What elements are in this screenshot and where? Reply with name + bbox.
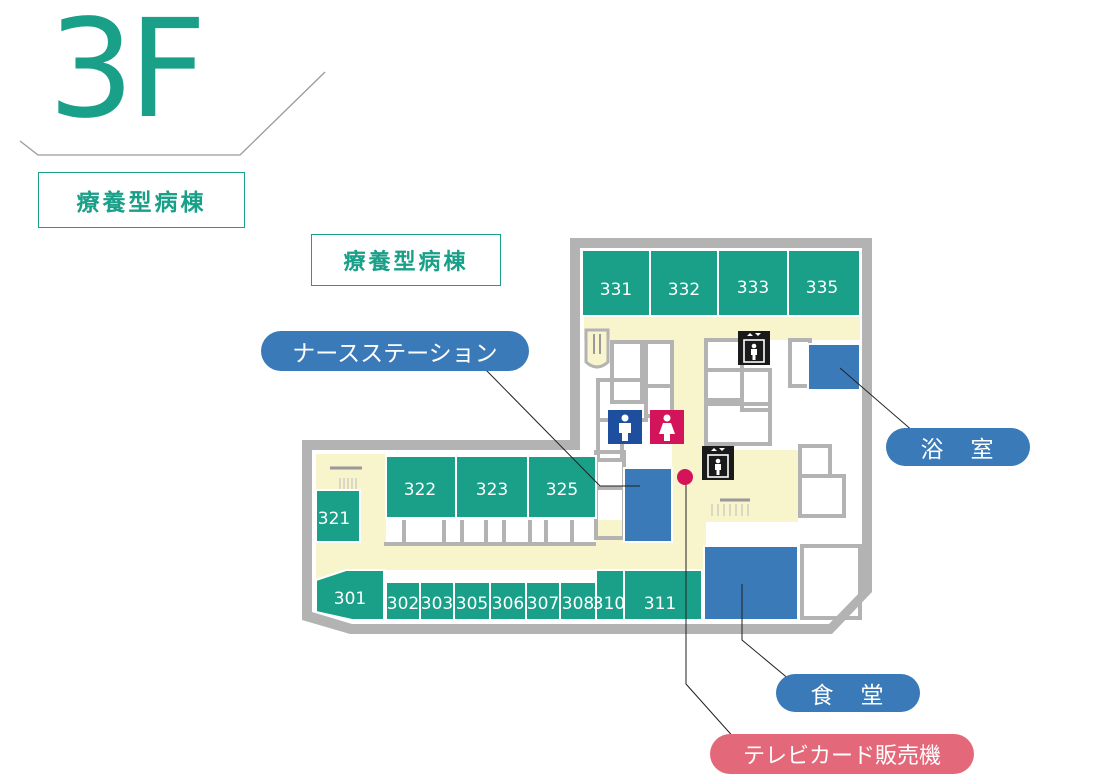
room-label: 323 — [476, 480, 508, 500]
room-311 — [623, 569, 703, 621]
room-310 — [595, 569, 625, 621]
elevator-icon — [738, 331, 770, 365]
nurse-station-label: ナースステーション — [261, 331, 529, 371]
room-325 — [527, 455, 597, 519]
corridor-area — [316, 316, 860, 580]
room-label: 311 — [644, 594, 676, 614]
tv-card-vending-label: テレビカード販売機 — [710, 734, 974, 774]
floor-underline — [19, 71, 326, 156]
bath-room — [807, 343, 861, 391]
room-323 — [455, 455, 529, 519]
door-lines — [384, 520, 596, 546]
room-306 — [489, 581, 527, 621]
dining-room — [703, 545, 799, 621]
room-label: 302 — [387, 594, 419, 614]
room-301 — [315, 569, 385, 621]
room-label: 335 — [806, 278, 838, 298]
room-label: 322 — [404, 480, 436, 500]
room-label: 310 — [593, 594, 625, 614]
room-label: 325 — [546, 480, 578, 500]
room-blocks — [315, 249, 861, 621]
room-308 — [559, 581, 597, 621]
room-332 — [649, 249, 719, 317]
nurse-station-room — [623, 467, 673, 543]
room-label: 301 — [334, 589, 366, 609]
stairs-icon — [330, 328, 750, 516]
room-label: 321 — [318, 509, 350, 529]
room-label: 306 — [492, 594, 524, 614]
tv-card-vending-marker — [677, 469, 693, 485]
male-restroom-icon — [608, 410, 642, 444]
floor-number: 3F — [48, 0, 207, 149]
room-335 — [787, 249, 861, 317]
room-331 — [581, 249, 651, 317]
room-321 — [315, 489, 361, 543]
room-label: 307 — [527, 594, 559, 614]
room-label: 331 — [600, 280, 632, 300]
bath-label: 浴 室 — [886, 428, 1030, 466]
facility-blocks — [623, 343, 861, 621]
room-label: 303 — [421, 594, 453, 614]
room-label: 305 — [456, 594, 488, 614]
female-restroom-icon — [650, 410, 684, 444]
room-label: 332 — [668, 280, 700, 300]
elevator-icon — [702, 446, 734, 480]
ward-subtitle: 療養型病棟 — [311, 234, 501, 286]
room-302 — [385, 581, 421, 621]
room-label: 308 — [562, 594, 594, 614]
leader-lines — [485, 367, 915, 741]
room-333 — [717, 249, 789, 317]
room-label: 333 — [737, 278, 769, 298]
dining-label: 食 堂 — [776, 674, 920, 712]
room-307 — [525, 581, 561, 621]
ward-title: 療養型病棟 — [38, 172, 245, 228]
